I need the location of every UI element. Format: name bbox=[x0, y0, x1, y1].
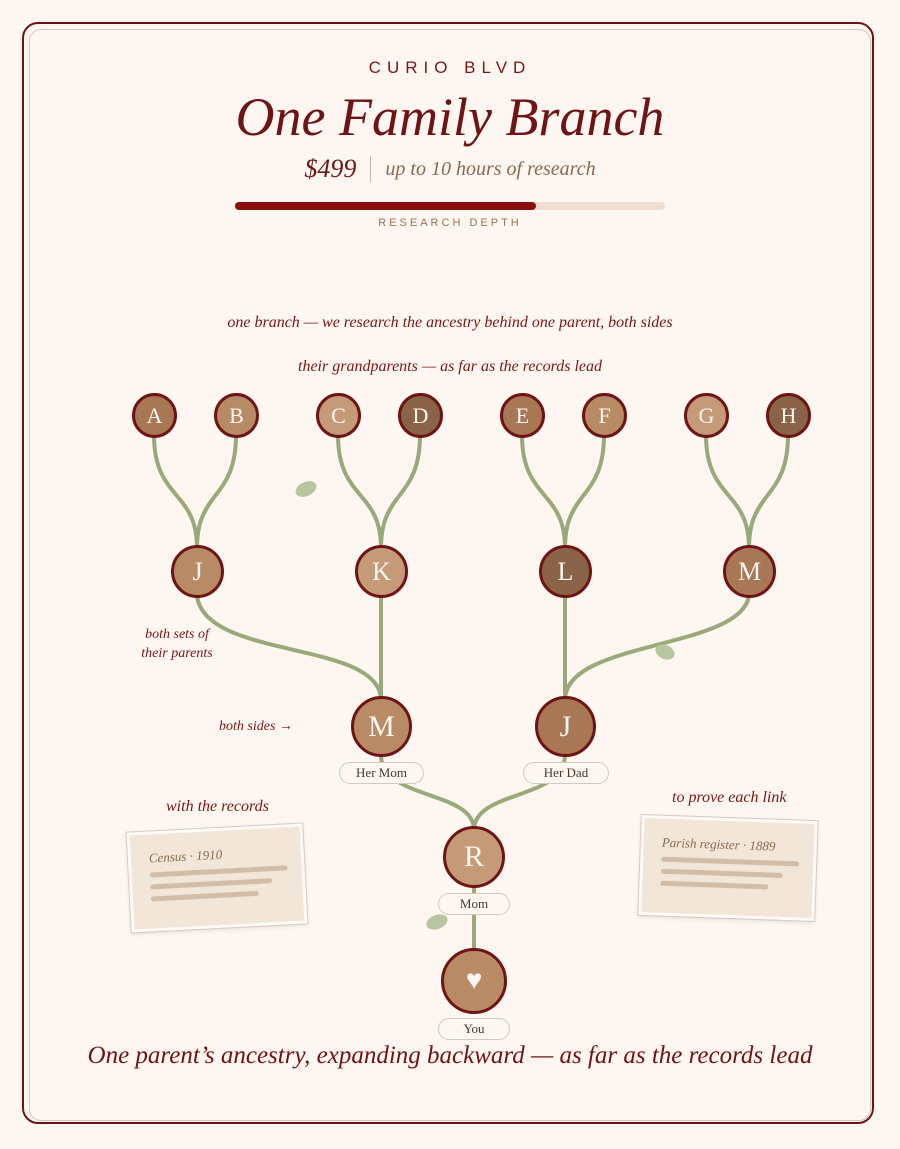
brand-name: CURIO BLVD bbox=[368, 58, 532, 77]
her-mom-label: Her Mom bbox=[339, 762, 424, 784]
ancestor-node-e: E bbox=[500, 393, 545, 438]
ancestor-node-a: A bbox=[132, 393, 177, 438]
branch-m-herdad bbox=[563, 594, 751, 702]
research-depth-bar bbox=[235, 202, 665, 210]
her-dad-node: J bbox=[535, 696, 596, 757]
mom-node: R bbox=[443, 826, 505, 888]
ancestor-node-f: F bbox=[582, 393, 627, 438]
both-sets-note: both sets of their parents bbox=[118, 625, 236, 663]
ancestor-node-g: G bbox=[684, 393, 729, 438]
branch-d-k bbox=[379, 433, 422, 550]
grandparent-node-l: L bbox=[539, 545, 592, 598]
price-divider bbox=[370, 156, 372, 182]
research-depth-label: RESEARCH DEPTH bbox=[378, 217, 522, 229]
card-text-line bbox=[660, 880, 769, 890]
branch-f-l bbox=[563, 433, 606, 550]
census-card-title: Census · 1910 bbox=[148, 846, 223, 866]
prove-link-note: to prove each link bbox=[672, 789, 787, 806]
branch-c-k bbox=[336, 433, 383, 550]
census-record-card: Census · 1910 bbox=[125, 822, 309, 934]
both-sets-note-line1: both sets of bbox=[145, 627, 209, 642]
branch-h-m bbox=[747, 433, 790, 550]
branch-j-hermom bbox=[195, 594, 383, 702]
you-label: You bbox=[438, 1018, 510, 1040]
parish-record-card: Parish register · 1889 bbox=[637, 813, 819, 923]
research-hours: up to 10 hours of research bbox=[385, 157, 596, 180]
with-records-note: with the records bbox=[166, 798, 269, 815]
her-dad-label: Her Dad bbox=[523, 762, 609, 784]
ancestor-node-c: C bbox=[316, 393, 361, 438]
card-text-line bbox=[150, 890, 259, 902]
price-row: $499 up to 10 hours of research bbox=[0, 154, 900, 184]
ancestor-node-d: D bbox=[398, 393, 443, 438]
card-text-line bbox=[149, 865, 288, 878]
card-text-line bbox=[661, 856, 800, 867]
inner-frame bbox=[29, 29, 871, 1121]
card-text-line bbox=[150, 878, 273, 890]
leaf-1 bbox=[295, 481, 317, 497]
branch-e-l bbox=[520, 433, 567, 550]
outer-frame bbox=[22, 22, 874, 1124]
branch-caption: one branch — we research the ancestry be… bbox=[227, 314, 673, 331]
both-sides-note: both sides → bbox=[219, 719, 293, 734]
leaf-2 bbox=[655, 644, 675, 660]
you-node: ♥ bbox=[441, 948, 507, 1014]
leaf-3 bbox=[426, 914, 448, 930]
grandparent-node-j: J bbox=[171, 545, 224, 598]
her-mom-node: M bbox=[351, 696, 412, 757]
branch-b-j bbox=[195, 433, 238, 550]
price: $499 bbox=[304, 154, 357, 183]
research-depth-fill bbox=[235, 202, 536, 210]
ancestor-node-b: B bbox=[214, 393, 259, 438]
branch-g-m bbox=[704, 433, 751, 550]
parish-card-title: Parish register · 1889 bbox=[661, 834, 776, 854]
grandparent-node-m: M bbox=[723, 545, 776, 598]
mom-label: Mom bbox=[438, 893, 510, 915]
branch-a-j bbox=[152, 433, 199, 550]
footer-tagline: One parent’s ancestry, expanding backwar… bbox=[87, 1042, 813, 1069]
page-title: One Family Branch bbox=[235, 87, 665, 147]
heart-icon: ♥ bbox=[465, 965, 483, 996]
grandparents-caption: their grandparents — as far as the recor… bbox=[298, 358, 602, 375]
card-text-line bbox=[660, 868, 783, 878]
ancestor-node-h: H bbox=[766, 393, 811, 438]
grandparent-node-k: K bbox=[355, 545, 408, 598]
both-sets-note-line2: their parents bbox=[141, 646, 213, 661]
